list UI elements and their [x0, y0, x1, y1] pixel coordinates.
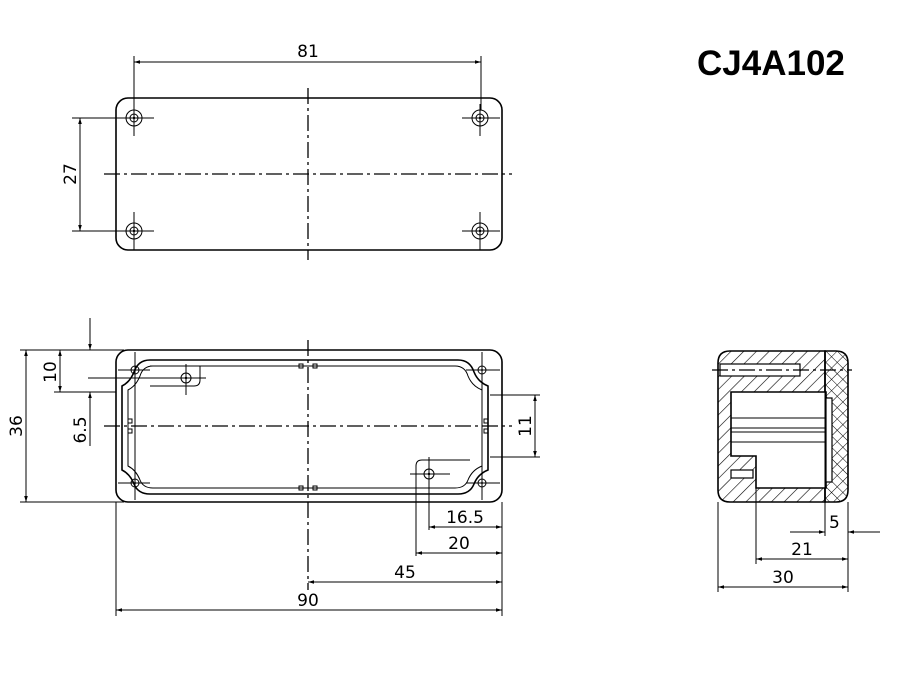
dim-36: 36 — [7, 415, 27, 437]
dim-10: 10 — [41, 361, 61, 383]
part-number-title: CJ4A102 — [697, 44, 845, 83]
side-section-view: 5 21 30 — [712, 350, 880, 592]
dim-11: 11 — [516, 415, 536, 437]
top-view: 81 27 — [61, 42, 512, 260]
dim-27: 27 — [61, 163, 81, 185]
dim-6-5: 6.5 — [71, 416, 91, 443]
dim-5: 5 — [829, 513, 840, 533]
screw-hole-icon — [118, 352, 500, 500]
dim-30: 30 — [772, 568, 794, 588]
dim-20: 20 — [448, 534, 470, 554]
front-view: 36 10 6.5 11 16.5 20 45 90 — [7, 318, 540, 616]
mount-hole-icon — [120, 104, 500, 250]
dim-90: 90 — [297, 591, 319, 611]
dim-45: 45 — [394, 563, 416, 583]
dim-16-5: 16.5 — [446, 508, 484, 528]
dim-81: 81 — [297, 42, 319, 62]
dim-21: 21 — [791, 540, 813, 560]
